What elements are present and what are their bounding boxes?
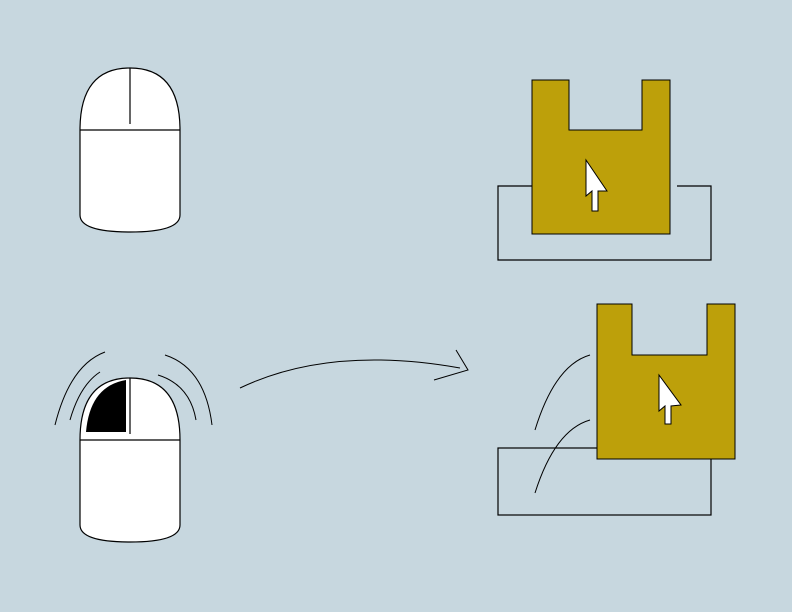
- object-lifted: [497, 303, 736, 516]
- left-button-pressed: [86, 380, 126, 432]
- object-at-rest: [497, 79, 712, 261]
- slot-outline: [497, 185, 712, 261]
- arrow-pointer-icon: [585, 158, 608, 212]
- arrow-curve: [239, 359, 461, 389]
- click-motion-line: [157, 374, 197, 421]
- mouse-pressed: [54, 351, 213, 543]
- mouse-body: [79, 67, 181, 233]
- object-shape: [531, 79, 671, 235]
- arrow-head: [433, 349, 469, 381]
- click-motion-line: [69, 371, 101, 421]
- click-motion-line: [164, 354, 213, 426]
- object-shape: [596, 303, 736, 460]
- curved-arrow-icon: [239, 349, 469, 389]
- lift-motion-line: [534, 354, 591, 431]
- lift-motion-line: [534, 419, 591, 494]
- click-motion-line: [54, 351, 106, 426]
- arrow-pointer-icon: [658, 373, 682, 425]
- mouse-idle: [79, 67, 181, 233]
